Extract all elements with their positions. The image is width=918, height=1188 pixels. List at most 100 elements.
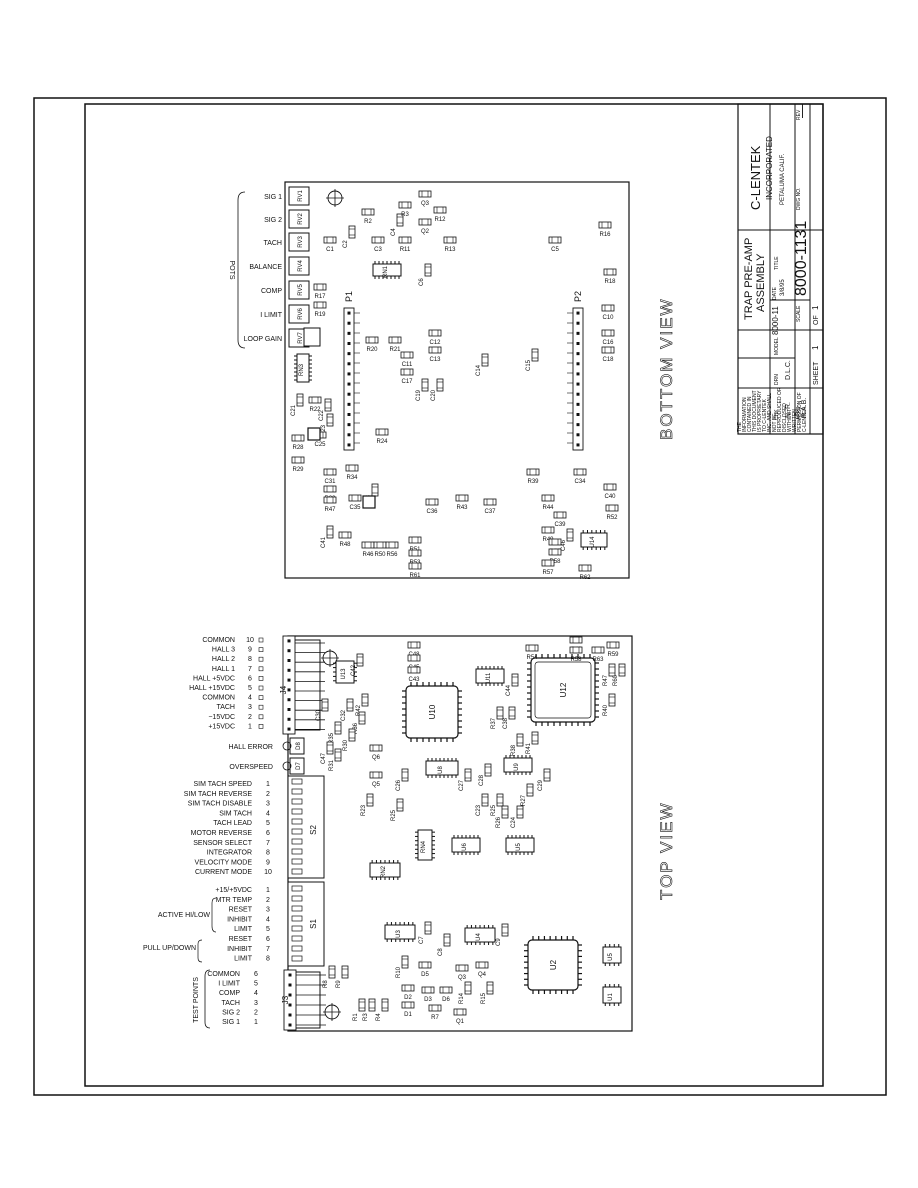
capacitor-c35-body (362, 495, 376, 509)
ic-body (405, 685, 459, 739)
pad-body (361, 208, 375, 216)
j4-pin-number: 8 (248, 656, 252, 663)
refdes-label: C25 (314, 442, 326, 448)
s1-position-label: RESET (229, 936, 253, 943)
pad-body (375, 428, 389, 436)
proprietary-line: THE (737, 421, 743, 432)
pad-body (400, 368, 414, 376)
refdes-label: R57 (542, 570, 554, 576)
ic-u3: U3 (384, 922, 416, 942)
j3-pin-number: 1 (254, 1019, 258, 1026)
j3-pin-number: 5 (254, 981, 258, 988)
refdes-label: R43 (456, 505, 468, 511)
refdes-label: C11 (402, 362, 413, 368)
component-r4: R4 (376, 998, 389, 1021)
header-pin (288, 973, 292, 977)
refdes-label: D1 (404, 1012, 412, 1018)
ic-refdes: U10 (428, 704, 437, 719)
pad-body (348, 494, 362, 502)
proprietary-note: THEINFORMATIONCONTAINED INTHIS DOCUMENTI… (737, 387, 808, 432)
component-r1: R1 (353, 998, 366, 1021)
component-q3: Q3 (455, 964, 469, 981)
proprietary-line: C-LENTEK (802, 407, 808, 432)
pad-body (526, 783, 534, 797)
of-label: OF (813, 315, 820, 325)
s2-position-number: 10 (264, 869, 272, 876)
component-r16: R16 (598, 221, 612, 238)
ic-body (527, 939, 579, 991)
ic-u10: U10 (402, 682, 462, 742)
component-r61: R61 (408, 562, 422, 579)
s1-position-label: LIMIT (234, 956, 253, 963)
s2-toggle (291, 818, 303, 825)
pull-bracket (197, 939, 203, 963)
j4-pin-label: +15VDC (208, 723, 235, 730)
component-q4: Q4 (475, 961, 489, 978)
refdes-label: D2 (404, 995, 412, 1001)
s1-position-label: INHIBIT (227, 916, 253, 923)
pad-body (531, 348, 539, 362)
component-c14: C14 (476, 353, 489, 376)
j4-pin-marker (258, 685, 264, 691)
component-c36: C36 (425, 498, 439, 515)
s2-position-label: INTEGRATOR (207, 850, 252, 857)
j4-pin-number: 9 (248, 647, 252, 654)
refdes-label: R62 (579, 575, 591, 581)
refdes-label: C39 (554, 522, 566, 528)
pad-body (578, 564, 592, 572)
j3-pin-number: 6 (254, 971, 258, 978)
pad-body (428, 346, 442, 354)
pad-body (525, 644, 539, 652)
connector-p2-label: P2 (573, 291, 583, 302)
pot-refdes: RV1 (298, 190, 304, 202)
pad-body (398, 236, 412, 244)
s1-label: S1 (309, 919, 318, 929)
ic-rn1: RN1 (372, 261, 402, 279)
refdes-label: C18 (602, 357, 614, 363)
ic-refdes: U2 (549, 959, 558, 970)
j4-pin-number: 4 (248, 695, 252, 702)
refdes-label: C35 (349, 505, 361, 511)
refdes-label: C4 (391, 228, 397, 236)
pad-body (598, 221, 612, 229)
component-r7: R7 (428, 1004, 442, 1021)
header-pin (347, 342, 351, 345)
pad-body (407, 654, 421, 662)
refdes-label: R39 (527, 479, 539, 485)
component-r22: R22 (308, 396, 322, 413)
proprietary-line: WITHOUT (787, 409, 793, 432)
ic-body (602, 986, 622, 1004)
refdes-label: C1 (326, 247, 334, 253)
pad-body (418, 218, 432, 226)
header-pin (347, 433, 351, 437)
date-value: 3/8/95 (780, 279, 786, 296)
component-c42: C42 (351, 653, 364, 676)
refdes-label: R24 (376, 439, 388, 445)
ic-refdes: U6 (462, 843, 468, 851)
s2-toggle (291, 828, 303, 835)
pad-body (291, 456, 305, 464)
pad-body (483, 498, 497, 506)
pad-body (369, 771, 383, 779)
test-points-label: TEST POINTS (193, 977, 200, 1023)
s2-toggle (291, 798, 303, 805)
pad-body (308, 396, 322, 404)
ic-refdes: RN2 (381, 865, 387, 878)
company-logo-text: C-LENTEK (748, 145, 763, 210)
header-pin (576, 382, 580, 386)
s2-position-label: VELOCITY MODE (195, 859, 253, 866)
refdes-label: C14 (476, 364, 482, 376)
pad-body (313, 283, 327, 291)
refdes-label: C17 (401, 379, 413, 385)
refdes-label: R48 (339, 542, 351, 548)
refdes-label: C16 (602, 340, 614, 346)
scale-label: SCALE (796, 305, 802, 322)
ic-body (580, 532, 608, 548)
refdes-label: R42 (356, 704, 362, 716)
refdes-label: C30 (316, 709, 322, 721)
component-r41: R41 (526, 731, 539, 754)
pad-body (323, 468, 337, 476)
title-label: TITLE (774, 256, 780, 270)
s2-position-number: 6 (266, 830, 270, 837)
refdes-label: C13 (429, 357, 441, 363)
